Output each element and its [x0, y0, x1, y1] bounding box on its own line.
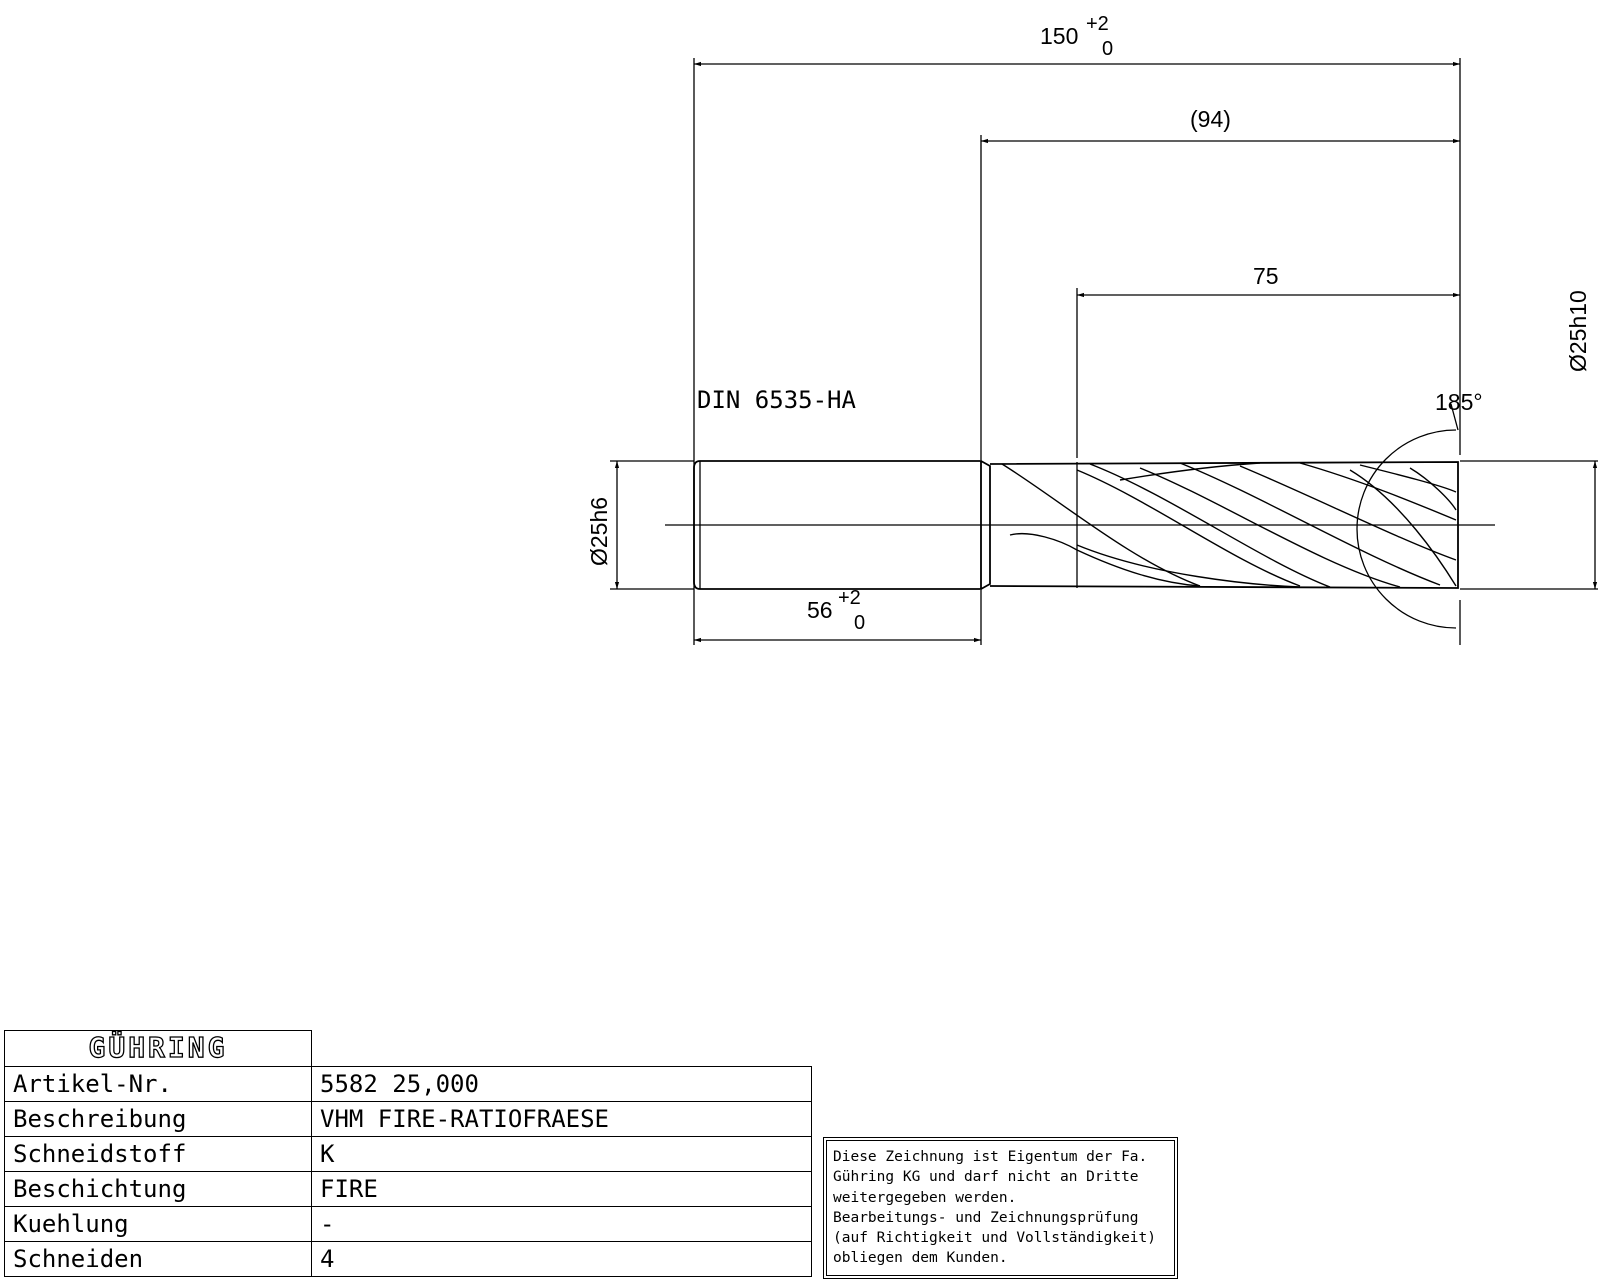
row-label: Schneiden [4, 1241, 312, 1277]
disclaimer-line: obliegen dem Kunden. [833, 1250, 1008, 1267]
row-label: Beschreibung [4, 1101, 312, 1137]
dim-overall-tol-lower: 0 [1102, 38, 1113, 60]
disclaimer-line: weitergegeben werden. [833, 1189, 1017, 1206]
disclaimer-box: Diese Zeichnung ist Eigentum der Fa. Güh… [823, 1137, 1178, 1279]
row-label: Artikel-Nr. [4, 1066, 312, 1102]
company-logo: GÜHRING [88, 1030, 228, 1064]
dim-overall-tol-upper: +2 [1086, 13, 1109, 35]
row-value: FIRE [311, 1171, 812, 1207]
table-row: Beschreibung VHM FIRE-RATIOFRAESE [4, 1101, 812, 1137]
table-row: Schneiden 4 [4, 1241, 812, 1277]
standard-note: DIN 6535-HA [697, 386, 856, 414]
disclaimer-line: Bearbeitungs- und Zeichnungsprüfung [833, 1209, 1139, 1226]
logo-cell: GÜHRING [4, 1030, 312, 1067]
dim-ref-text: (94) [1190, 106, 1231, 132]
helical-flutes [1001, 462, 1457, 588]
row-value: 4 [311, 1241, 812, 1277]
table-row: Kuehlung - [4, 1206, 812, 1242]
title-block: GÜHRING Artikel-Nr. 5582 25,000 Beschrei… [4, 1030, 812, 1277]
row-label: Schneidstoff [4, 1136, 312, 1172]
angle-leader [1450, 403, 1459, 431]
table-row: Artikel-Nr. 5582 25,000 [4, 1066, 812, 1102]
disclaimer-line: (auf Richtigkeit und Vollständigkeit) [833, 1230, 1157, 1247]
row-label: Kuehlung [4, 1206, 312, 1242]
angle-arc [1356, 429, 1457, 629]
angle-text: 185° [1435, 389, 1483, 415]
dim-overall-text: 150 [1040, 23, 1078, 49]
row-value: VHM FIRE-RATIOFRAESE [311, 1101, 812, 1137]
table-row: Beschichtung FIRE [4, 1171, 812, 1207]
row-value: - [311, 1206, 812, 1242]
neck [980, 460, 991, 590]
row-value: K [311, 1136, 812, 1172]
table-row: Schneidstoff K [4, 1136, 812, 1172]
dim-shank-length-text: 56 [807, 597, 833, 623]
flute-outline [989, 461, 1459, 589]
disclaimer-text: Diese Zeichnung ist Eigentum der Fa. Güh… [826, 1140, 1175, 1276]
row-label: Beschichtung [4, 1171, 312, 1207]
dim-shank-tol-lower: 0 [854, 612, 865, 634]
disclaimer-line: Gühring KG und darf nicht an Dritte [833, 1169, 1139, 1186]
row-value: 5582 25,000 [311, 1066, 812, 1102]
title-block-logo-row: GÜHRING [4, 1030, 812, 1067]
dim-shank-diameter-text: Ø25h6 [586, 497, 612, 566]
dim-flute-text: 75 [1253, 263, 1279, 289]
disclaimer-line: Diese Zeichnung ist Eigentum der Fa. [833, 1149, 1148, 1165]
dim-shank-tol-upper: +2 [838, 587, 861, 609]
dim-cut-diameter-text: Ø25h10 [1565, 290, 1591, 372]
